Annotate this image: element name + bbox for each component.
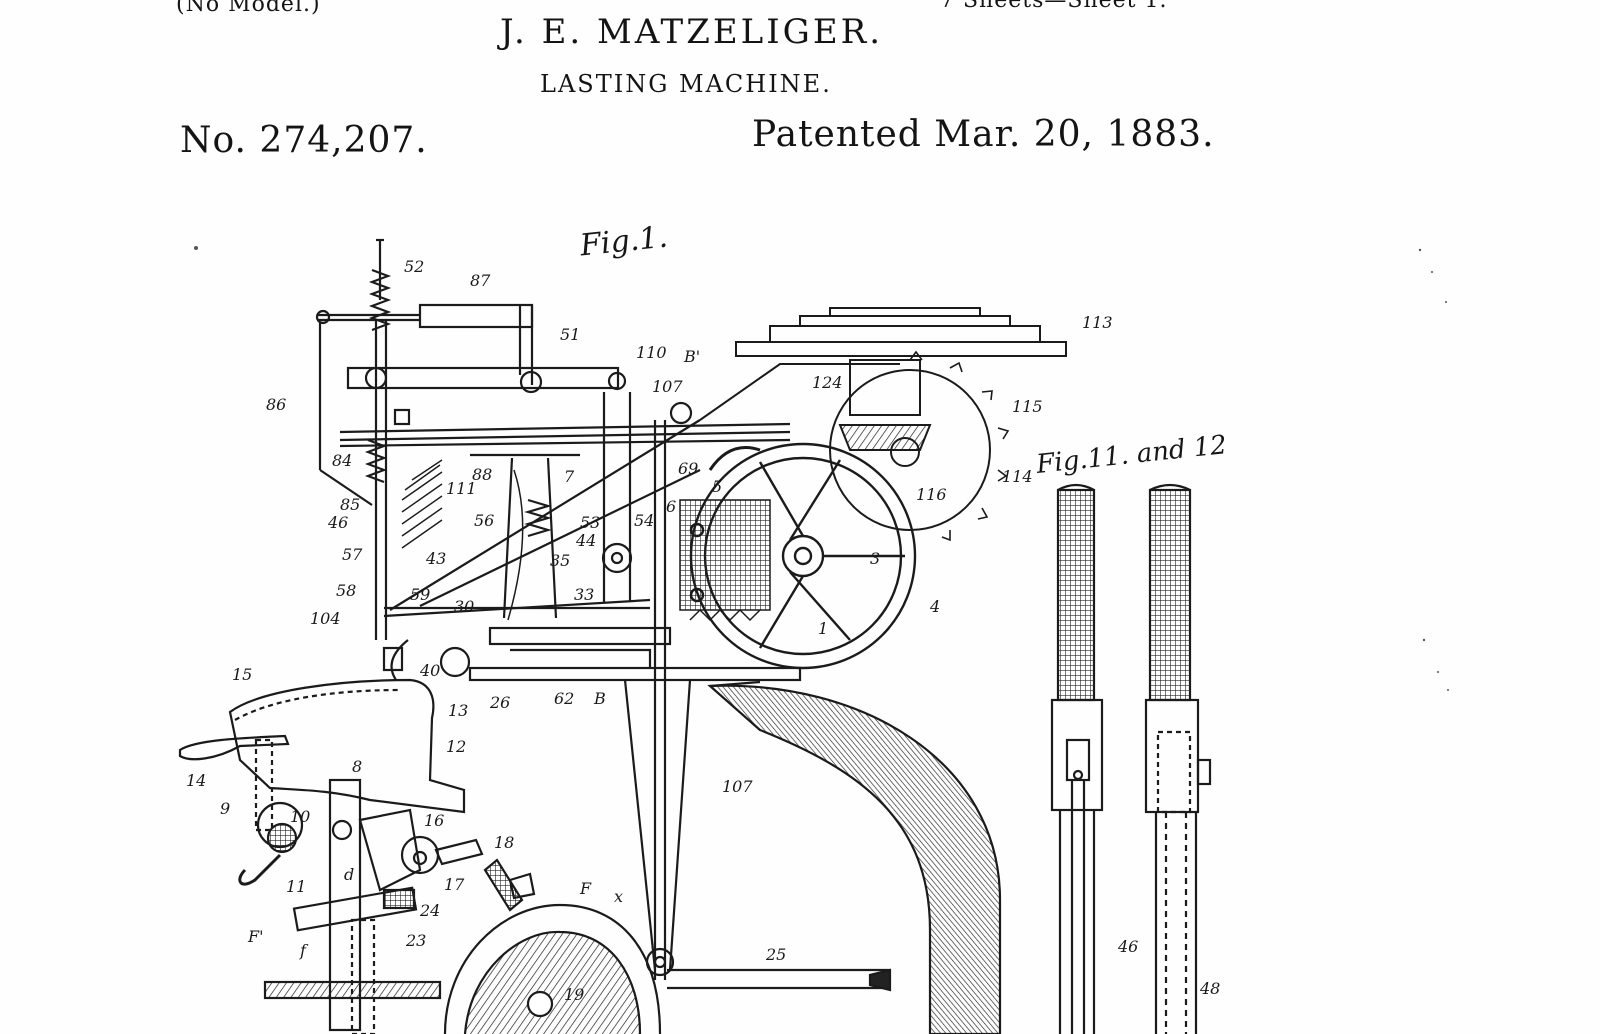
reference-numeral: 10 [290,807,310,826]
patent-number: No. 274,207. [180,120,428,161]
reference-numeral: 46 [327,513,348,532]
reference-numeral: 26 [489,693,510,712]
reference-numeral: 58 [336,581,356,600]
reference-numeral: 88 [472,465,492,484]
shoe-and-jack [178,678,484,1034]
reference-numeral: 12 [446,737,466,756]
reference-numeral: 111 [446,479,477,498]
reference-numeral: 33 [574,585,594,604]
reference-numeral: 84 [332,451,352,470]
reference-numeral: 35 [550,551,570,570]
reference-numeral: 25 [765,945,786,964]
large-wheel [679,442,917,670]
reference-numeral: 15 [232,665,252,684]
invention-title: LASTING MACHINE. [540,70,832,98]
reference-numeral: f [299,941,309,960]
reference-numeral: 44 [575,531,596,550]
reference-numeral: 7 [564,467,575,486]
reference-numeral: 13 [448,701,468,720]
reference-numeral: B [593,689,606,708]
reference-numeral: 85 [340,495,360,514]
reference-numeral: 3 [870,549,880,568]
sheet-note: 7 Sheets—Sheet 1. [940,0,1168,13]
reference-numeral: 59 [410,585,430,604]
reference-numeral: 17 [444,875,465,894]
reference-numeral: 5 [712,477,722,496]
reference-numeral: 104 [310,609,341,628]
reference-numeral: 56 [474,511,494,530]
pedestal-column [707,680,1002,1034]
inventor-name: J. E. MATZELIGER. [500,12,884,52]
reference-numeral: B' [683,347,700,366]
reference-numeral: d [344,865,354,884]
reference-numeral: 107 [722,777,753,796]
reference-numeral: 8 [352,757,362,776]
reference-numeral: 23 [405,931,426,950]
reference-numeral: 51 [560,325,580,344]
reference-numeral: 40 [419,661,440,680]
reference-numeral: F' [247,927,264,946]
reference-numeral: 18 [494,833,514,852]
reference-numeral: 87 [470,271,491,290]
lower-disc-assembly [443,858,662,1034]
reference-numeral: 110 [636,343,667,362]
machine-frame [315,238,890,990]
reference-numeral: 62 [554,689,574,708]
reference-numeral: 6 [666,497,676,516]
reference-numeral: 114 [1002,467,1033,486]
reference-numeral: 86 [266,395,286,414]
reference-numeral: 46 [1117,937,1138,956]
top-pulley-and-gear [699,307,1067,542]
reference-numeral: 115 [1012,397,1043,416]
reference-numeral: 1 [818,619,828,638]
reference-numeral: 57 [342,545,363,564]
reference-numeral: 24 [419,901,440,920]
model-note: (No Model.) [176,0,321,17]
reference-numeral: 124 [812,373,843,392]
reference-numeral: 30 [454,597,474,616]
scan-specks [194,246,1449,691]
reference-numeral: 54 [634,511,654,530]
patent-date: Patented Mar. 20, 1883. [752,114,1215,155]
reference-numeral: 52 [404,257,424,276]
reference-numeral: 48 [1199,979,1220,998]
reference-numeral: 113 [1082,313,1113,332]
reference-numeral: 116 [916,485,947,504]
reference-numeral: F [579,879,592,898]
reference-numeral: 11 [286,877,306,896]
reference-numeral: x [614,887,623,906]
reference-numeral: 4 [929,597,940,616]
reference-numeral: 43 [425,549,446,568]
reference-numeral: 69 [678,459,698,478]
reference-numeral: 19 [564,985,584,1004]
figure-11-12-rods [1050,483,1212,1034]
reference-numeral: 14 [186,771,206,790]
reference-numeral: 53 [580,513,600,532]
reference-numeral: 107 [652,377,683,396]
reference-numeral: 16 [424,811,444,830]
reference-numeral: 9 [220,799,230,818]
